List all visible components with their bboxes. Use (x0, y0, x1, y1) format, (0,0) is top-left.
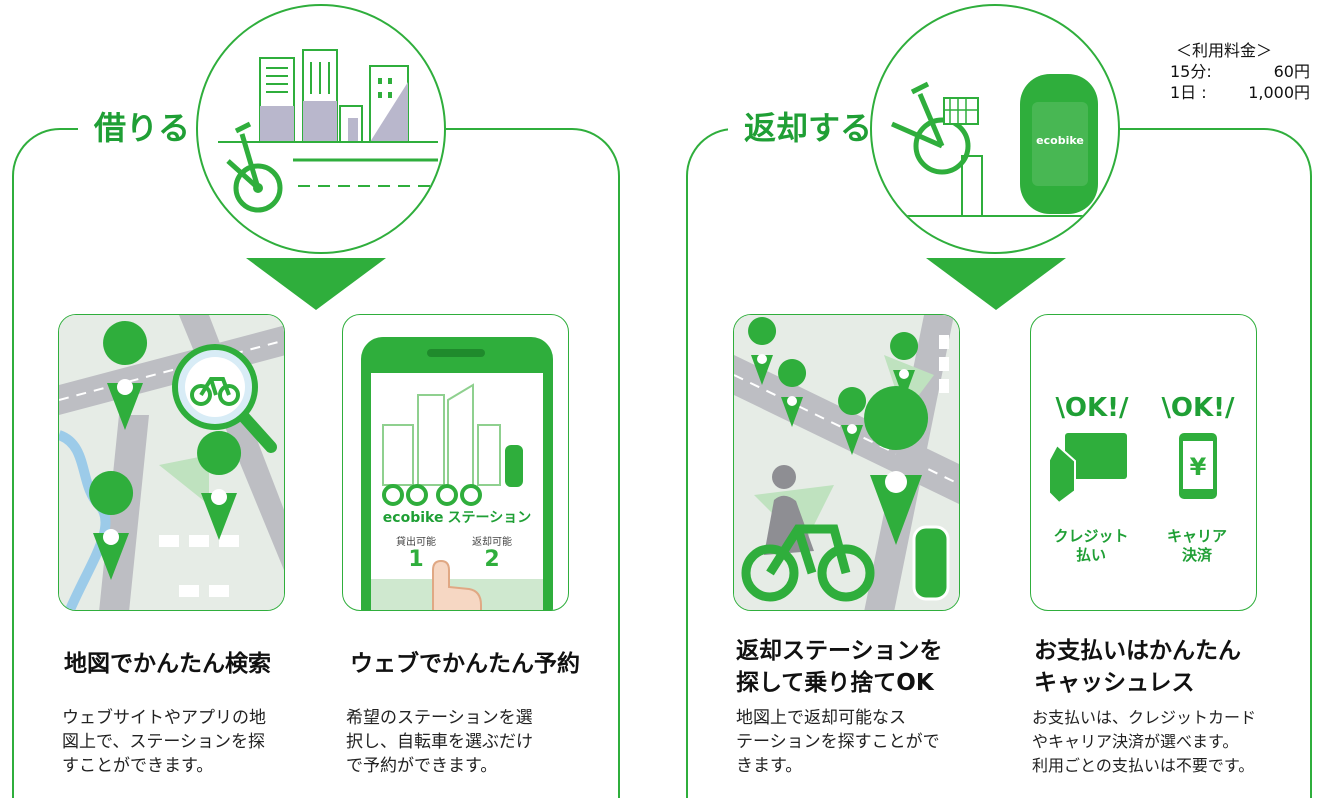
bike-parking-icon: ecobike (872, 74, 1118, 217)
desc-line: 利用ごとの支払いは不要です。 (1032, 756, 1255, 775)
credit-label-line: クレジット (1053, 527, 1129, 545)
city-bike-icon (218, 49, 438, 213)
pricing-value: 1,000円 (1248, 83, 1310, 102)
desc-line: 図上で、ステーションを探 (62, 732, 265, 752)
title-line: 探して乗り捨てOK (736, 670, 934, 696)
return-station-desc: 地図上で返却可能なス テーションを探すことがで きます。 (736, 706, 940, 778)
phone-rent-label: 貸出可能 (396, 537, 436, 548)
cashless-payment-card: \OK!/ \OK!/ ¥ クレジット 払い キャリア 決済 (1030, 314, 1257, 611)
web-reserve-title: ウェブでかんたん予約 (350, 651, 580, 677)
arrow-down-icon (246, 258, 386, 310)
desc-line: 択し、自転車を選ぶだけ (346, 732, 533, 752)
desc-line: ウェブサイトやアプリの地 (62, 708, 266, 728)
credit-card-icon (1048, 433, 1127, 505)
cashless-payment-desc: お支払いは、クレジットカード やキャリア決済が選べます。 利用ごとの支払いは不要… (1032, 706, 1256, 778)
ecobike-logo: ecobike (382, 510, 444, 526)
phone-rent-count: 1 (408, 547, 424, 572)
desc-line: すことができます。 (62, 756, 214, 776)
carrier-label: キャリア 決済 (1147, 527, 1247, 565)
pricing-row: 1日 : 1,000円 (1170, 82, 1310, 103)
phone-return-label: 返却可能 (472, 537, 512, 548)
desc-line: お支払いは、クレジットカード (1032, 708, 1257, 727)
map-search-icon (59, 315, 284, 610)
phone-yen-icon (1179, 433, 1217, 499)
ok-left-label: \OK!/ (1055, 393, 1129, 423)
return-station-title: 返却ステーションを 探して乗り捨てOK (736, 635, 943, 699)
pricing-info: ＜利用料金＞ 15分: 60円 1日 : 1,000円 (1170, 40, 1310, 103)
phone-return-count: 2 (484, 547, 500, 572)
cashless-payment-title: お支払いはかんたん キャッシュレス (1034, 635, 1241, 699)
web-reserve-desc: 希望のステーションを選 択し、自転車を選ぶだけ で予約ができます。 (346, 706, 533, 778)
rent-illustration (196, 4, 446, 254)
kiosk-logo: ecobike (1036, 134, 1084, 147)
map-search-card (58, 314, 285, 611)
return-illustration: ecobike (870, 4, 1120, 254)
title-line: 返却ステーションを (736, 638, 943, 664)
map-walk-bike-icon (734, 315, 959, 610)
pricing-row: 15分: 60円 (1170, 61, 1310, 82)
carrier-label-line: キャリア (1166, 527, 1227, 545)
return-station-card (733, 314, 960, 611)
title-line: キャッシュレス (1034, 670, 1195, 696)
ok-right-label: \OK!/ (1161, 393, 1235, 423)
smartphone-icon (361, 337, 553, 610)
payment-icons (1048, 433, 1217, 505)
credit-label: クレジット 払い (1041, 527, 1141, 565)
pricing-heading: ＜利用料金＞ (1176, 41, 1273, 60)
phone-station-label: ステーション (447, 510, 532, 526)
map-search-desc: ウェブサイトやアプリの地 図上で、ステーションを探 すことができます。 (62, 706, 266, 778)
desc-line: テーションを探すことがで (736, 732, 940, 752)
arrow-down-icon (926, 258, 1066, 310)
desc-line: で予約ができます。 (346, 756, 498, 776)
title-line: お支払いはかんたん (1034, 638, 1241, 664)
desc-line: やキャリア決済が選べます。 (1032, 732, 1239, 751)
desc-line: きます。 (736, 756, 803, 776)
desc-line: 地図上で返却可能なス (736, 708, 906, 728)
credit-label-line: 払い (1075, 546, 1106, 564)
return-panel-title: 返却する (728, 100, 889, 156)
pricing-label: 1日 : (1170, 83, 1207, 102)
desc-line: 希望のステーションを選 (346, 708, 533, 728)
pricing-value: 60円 (1273, 62, 1310, 81)
yen-icon: ¥ (1189, 453, 1207, 481)
pricing-label: 15分: (1170, 62, 1212, 81)
carrier-label-line: 決済 (1181, 546, 1212, 564)
rent-panel-title: 借りる (78, 100, 207, 156)
map-search-title: 地図でかんたん検索 (64, 651, 271, 677)
